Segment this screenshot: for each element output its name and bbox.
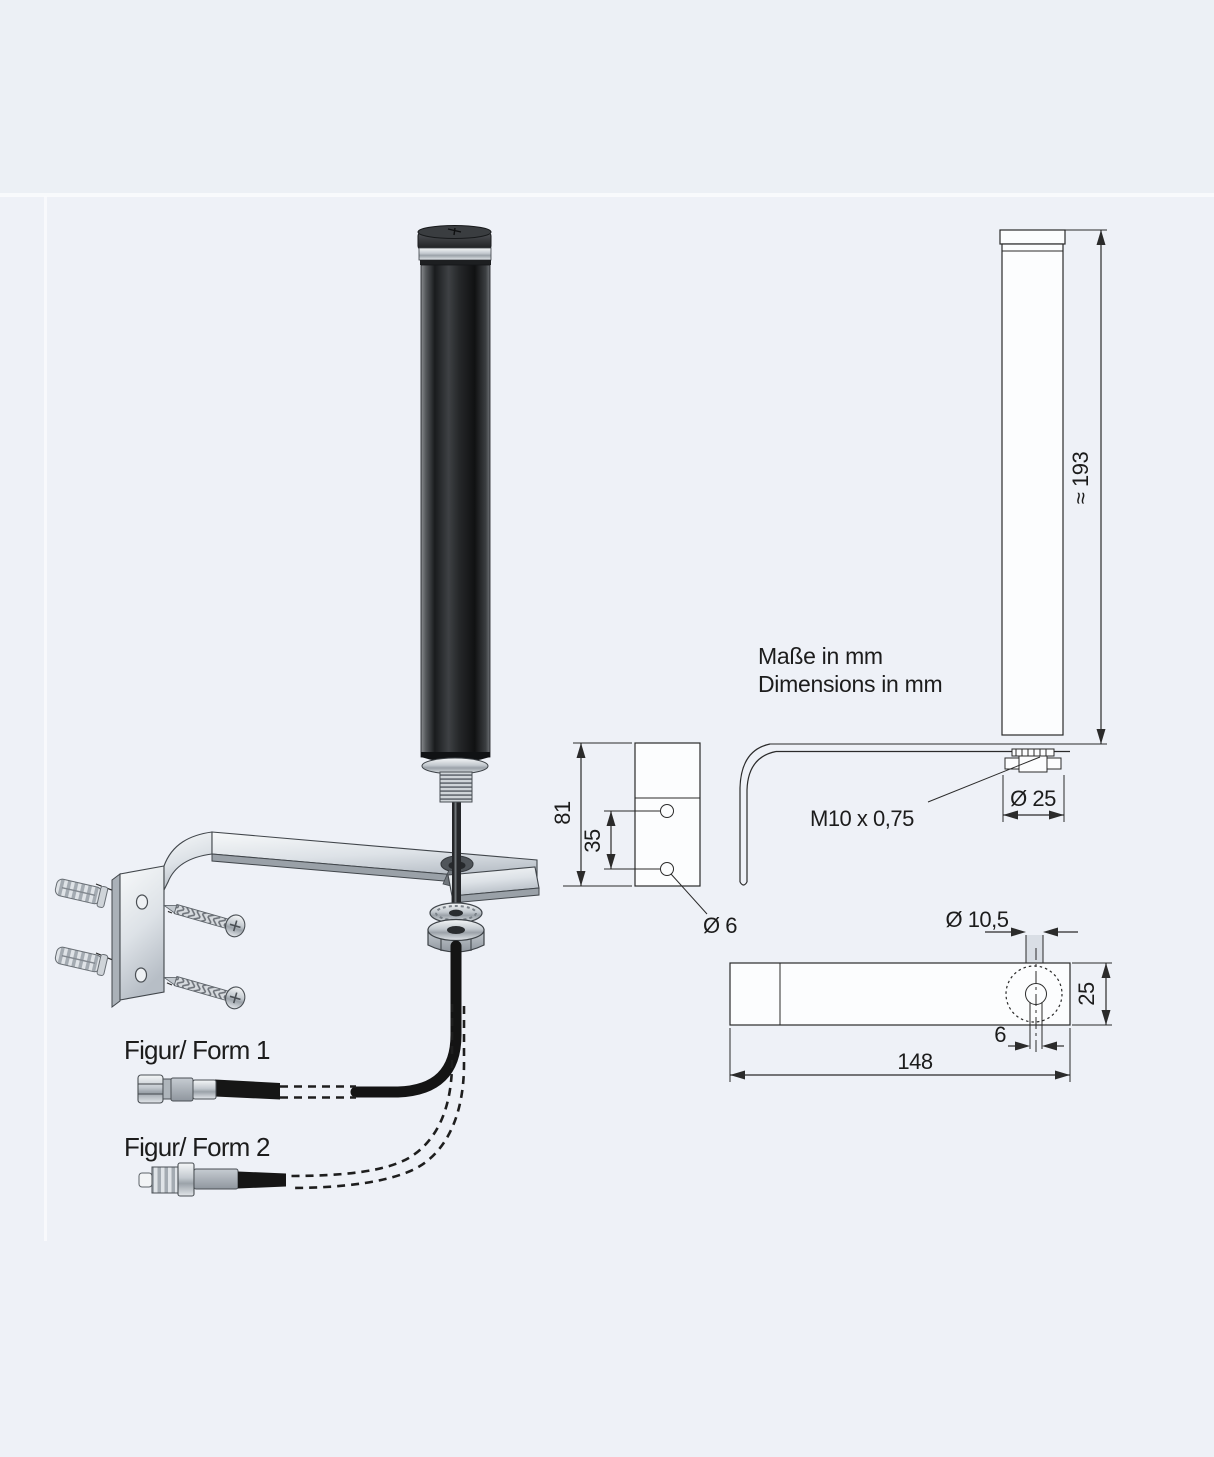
clamp-plate: [447, 866, 540, 904]
antenna-3d: [417, 225, 492, 803]
cap-silver-ring: [418, 247, 492, 261]
arm-length-label: 148: [897, 1049, 932, 1074]
connector-sma-form1: [137, 1074, 217, 1104]
hole-diameter-label: Ø 6: [703, 913, 737, 938]
bracket-top-view: Ø 10,5 25 6 148: [729, 907, 1112, 1082]
plate-hole-bottom: [134, 967, 148, 983]
panel-seam-vertical: [44, 196, 47, 1241]
antenna-length-label: ≈ 193: [1068, 452, 1093, 505]
figure-2-label: Figur/ Form 2: [124, 1132, 270, 1162]
plate-hole-top: [135, 894, 149, 910]
thread-spec: M10 x 0,75: [810, 756, 1041, 831]
dimension-arm-length: 148: [729, 1028, 1071, 1082]
bracket-front-view: 81 35 Ø 6: [550, 742, 738, 938]
dimension-arm-width: 25: [1072, 962, 1112, 1026]
slot-circle-label: Ø 10,5: [945, 907, 1008, 932]
dimension-plate-height: 81: [550, 742, 632, 887]
figure-1-label: Figur/ Form 1: [124, 1035, 270, 1065]
cable-form1: [215, 940, 462, 1100]
bracket-wall-plate: [111, 865, 165, 1008]
antenna-side-view: ≈ 193 Ø 25 M10 x 0,75: [739, 229, 1107, 886]
plate-height-label: 81: [550, 801, 575, 825]
arm-width-label: 25: [1074, 982, 1099, 1006]
mounting-screw-bottom: [162, 975, 246, 1010]
antenna-diameter-label: Ø 25: [1010, 786, 1056, 811]
cable-form2-dashed: [289, 1004, 466, 1190]
slot-circle-dotted: [1005, 965, 1063, 1023]
dimension-slot-width: 6: [994, 1022, 1064, 1051]
front-view-hole-top: [660, 804, 674, 818]
connector-fme-form2: [138, 1162, 286, 1197]
dimension-antenna-length: ≈ 193: [770, 229, 1107, 745]
dimension-slot-circle: Ø 10,5: [945, 907, 1078, 937]
units-note-de: Maße in mm: [758, 643, 883, 669]
slot-width-label: 6: [994, 1022, 1006, 1047]
panel-seam-horizontal: [0, 193, 1214, 197]
nut-side-view: [1004, 748, 1062, 773]
dimension-antenna-diameter: Ø 25: [1002, 775, 1065, 822]
threaded-stub: [439, 771, 473, 803]
wall-anchor-top: [54, 878, 109, 908]
wall-anchor-bottom: [54, 946, 109, 976]
dimension-hole-spacing: 35: [580, 810, 660, 870]
hole-spacing-label: 35: [580, 829, 605, 853]
assembly-illustration: Figur/ Form 1 Figur/ Form 2: [54, 225, 540, 1197]
units-note-en: Dimensions in mm: [758, 671, 942, 697]
thread-spec-label: M10 x 0,75: [810, 806, 914, 831]
front-view-hole-bottom: [660, 862, 674, 876]
cap-screw-slot: [447, 227, 462, 236]
mounting-screw-top: [162, 903, 246, 938]
dimension-hole-diameter: Ø 6: [670, 873, 738, 938]
